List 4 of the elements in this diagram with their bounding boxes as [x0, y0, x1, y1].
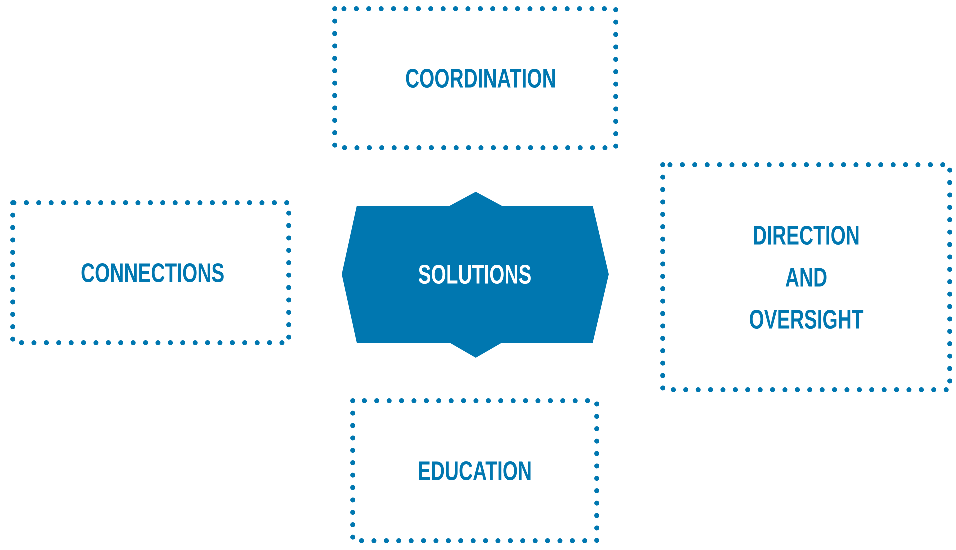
- dotted-box: COORDINATION: [332, 6, 618, 150]
- dotted-box: DIRECTION AND OVERSIGHT: [660, 162, 952, 392]
- dotted-box: EDUCATION: [350, 398, 600, 544]
- dotted-box: CONNECTIONS: [10, 200, 292, 346]
